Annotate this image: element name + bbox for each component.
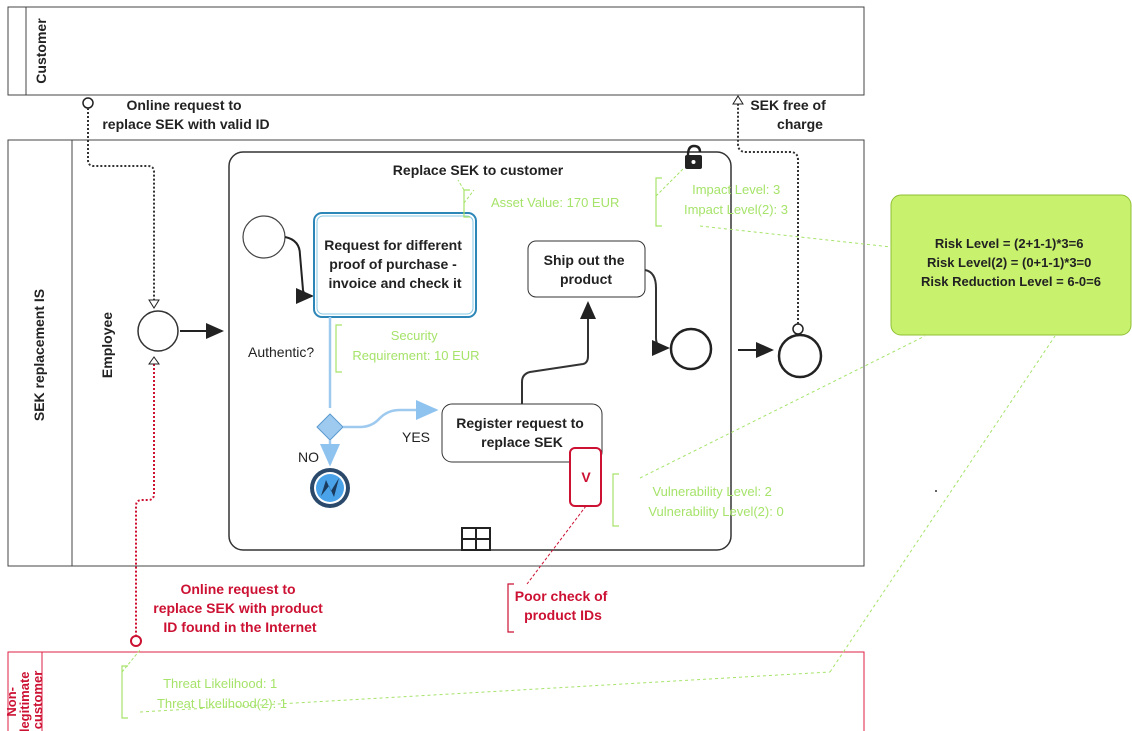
- poor-check-bracket: [507, 583, 514, 633]
- sequence-flow-start: [284, 236, 314, 304]
- system-pool-label: SEK replacement IS: [31, 289, 47, 421]
- nonlegit-pool[interactable]: Non- legitimate customer: [4, 651, 865, 731]
- end-event[interactable]: [777, 333, 823, 379]
- sequence-flow-to-ship: [521, 301, 596, 404]
- message-catch-event[interactable]: [137, 310, 179, 352]
- employee-lane-label: Employee: [99, 312, 115, 378]
- vulnerability-line-1: Vulnerability Level: 2: [652, 484, 771, 499]
- request-message-line-2: replace SEK with valid ID: [102, 116, 269, 132]
- gateway-no-label: NO: [298, 449, 319, 465]
- free-message-line-1: SEK free of: [750, 97, 826, 113]
- vulnerability-line-2: Vulnerability Level(2): 0: [648, 504, 783, 519]
- subprocess-title: Replace SEK to customer: [393, 162, 564, 178]
- svg-text:Online request to replace: Online request to replace SEK with valid…: [102, 97, 269, 132]
- customer-pool-label: Customer: [33, 18, 49, 84]
- svg-text:SEK free of charge: SEK free of charge: [750, 97, 829, 132]
- svg-text:Threat Likelihood: 1 Thr: Threat Likelihood: 1 Threat Likelihood(2…: [157, 676, 287, 711]
- asset-value-text: Asset Value: 170 EUR: [491, 195, 619, 210]
- free-message-line-2: charge: [777, 116, 823, 132]
- svg-text:Request for different proo: Request for different proof of purchase …: [324, 237, 466, 291]
- nonlegit-label-line-3: customer: [30, 671, 45, 730]
- sequence-flow-yes: [343, 400, 439, 429]
- svg-text:Risk Level = (2+1-1)*3=6: Risk Level = (2+1-1)*3=6 Risk Level(2) =…: [921, 236, 1101, 289]
- svg-text:Online request to replace: Online request to replace SEK with produ…: [153, 581, 326, 635]
- task-ship-line-2: product: [560, 271, 612, 287]
- gateway-question: Authentic?: [248, 344, 314, 360]
- risk-line-1: Risk Level = (2+1-1)*3=6: [935, 236, 1084, 251]
- risk-line-2: Risk Level(2) = (0+1-1)*3=0: [927, 255, 1091, 270]
- start-event[interactable]: [242, 215, 286, 259]
- svg-text:Security Requirement: 10: Security Requirement: 10 EUR: [352, 328, 479, 363]
- threat-line-1: Threat Likelihood: 1: [163, 676, 277, 691]
- lightning-icon: [321, 478, 339, 497]
- risk-box[interactable]: Risk Level = (2+1-1)*3=6 Risk Level(2) =…: [890, 194, 1132, 336]
- impact-annotation[interactable]: Impact Level: 3 Impact Level(2): 3: [655, 167, 788, 227]
- svg-text:Poor check of product IDs: Poor check of product IDs: [515, 588, 611, 623]
- vulnerability-association: [526, 505, 587, 585]
- task-check-line-2: proof of purchase -: [329, 256, 457, 272]
- message-flow-request[interactable]: [82, 97, 160, 309]
- threat-message-flow[interactable]: [130, 356, 160, 647]
- lock-icon: [685, 144, 702, 169]
- task-check-line-1: Request for different: [324, 237, 462, 253]
- impact-line-1: Impact Level: 3: [692, 182, 780, 197]
- task-check-line-3: invoice and check it: [328, 275, 461, 291]
- nonlegit-label-line-1: Non-: [4, 687, 19, 717]
- fraud-message-line-1: Online request to: [180, 581, 295, 597]
- svg-text:Register request to replac: Register request to replace SEK: [456, 415, 587, 450]
- threat-annotation[interactable]: Threat Likelihood: 1 Threat Likelihood(2…: [121, 649, 287, 719]
- svg-text:Vulnerability Level: 2 V: Vulnerability Level: 2 Vulnerability Lev…: [648, 484, 783, 519]
- error-end-event[interactable]: [310, 468, 350, 508]
- threat-line-2: Threat Likelihood(2): 1: [157, 696, 287, 711]
- asset-annotation[interactable]: Asset Value: 170 EUR: [457, 179, 619, 218]
- risk-connectors: [139, 225, 1056, 713]
- customer-pool[interactable]: Customer: [7, 6, 865, 96]
- risk-line-3: Risk Reduction Level = 6-0=6: [921, 274, 1101, 289]
- security-req-line-1: Security: [391, 328, 438, 343]
- fraud-message-line-2: replace SEK with product: [153, 600, 323, 616]
- poor-check-line-1: Poor check of: [515, 588, 608, 604]
- svg-text:Ship out the product: Ship out the product: [544, 252, 629, 287]
- task-ship-line-1: Ship out the: [544, 252, 625, 268]
- task-ship-product[interactable]: [527, 240, 646, 298]
- svg-text:Non- legitimate cu: Non- legitimate customer: [4, 668, 45, 731]
- vulnerability-annotation[interactable]: Vulnerability Level: 2 Vulnerability Lev…: [612, 473, 784, 527]
- task-register-line-1: Register request to: [456, 415, 584, 431]
- gateway-yes-label: YES: [402, 429, 430, 445]
- vulnerability-marker[interactable]: V: [569, 447, 602, 507]
- message-flow-free[interactable]: [732, 95, 804, 335]
- task-check-proof[interactable]: [313, 212, 477, 318]
- subprocess-end-event[interactable]: [669, 327, 713, 371]
- task-register-line-2: replace SEK: [481, 434, 563, 450]
- security-requirement-annotation[interactable]: Security Requirement: 10 EUR: [335, 324, 480, 373]
- sequence-flow-to-end: [644, 269, 670, 356]
- impact-line-2: Impact Level(2): 3: [684, 202, 788, 217]
- request-message-line-1: Online request to: [126, 97, 241, 113]
- fraud-message-line-3: ID found in the Internet: [163, 619, 317, 635]
- poor-check-line-2: product IDs: [524, 607, 602, 623]
- security-req-line-2: Requirement: 10 EUR: [352, 348, 479, 363]
- nonlegit-label-line-2: legitimate: [17, 671, 32, 731]
- vulnerability-marker-label: V: [581, 469, 591, 485]
- stray-dot: [935, 490, 937, 492]
- svg-text:Impact Level: 3 Impact L: Impact Level: 3 Impact Level(2): 3: [684, 182, 788, 217]
